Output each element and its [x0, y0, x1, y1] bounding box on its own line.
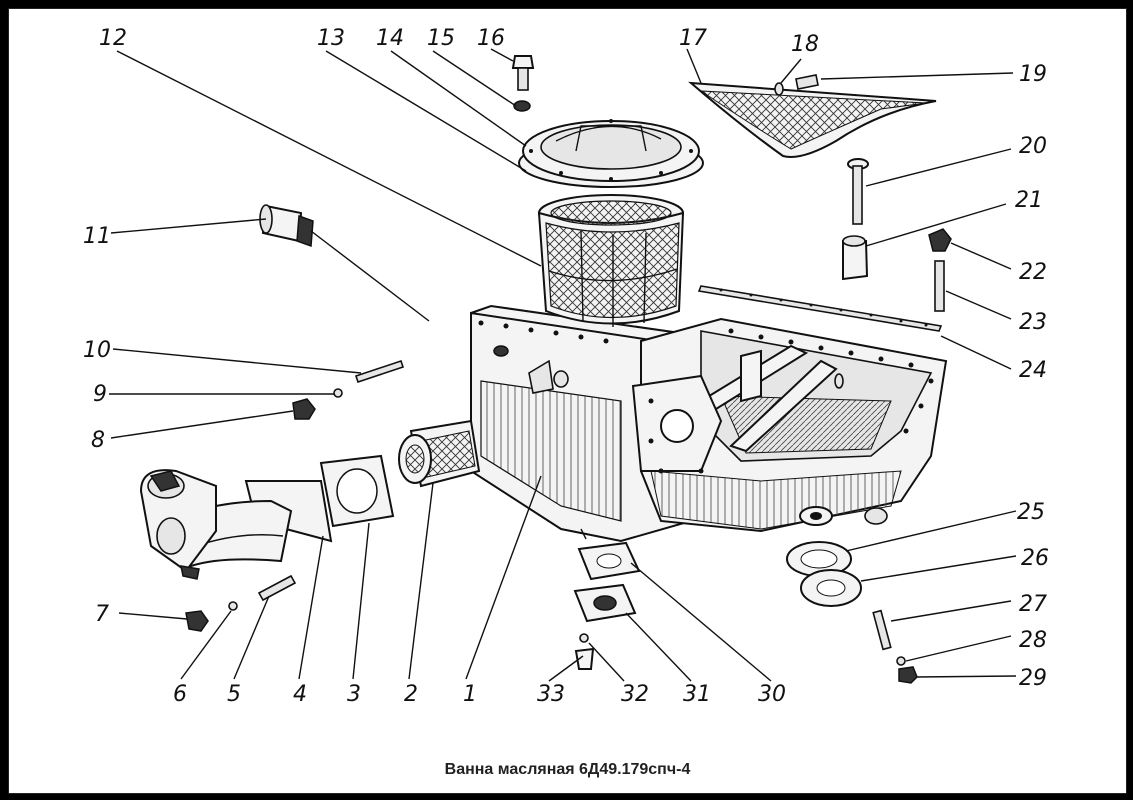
callout-16: 16 [477, 26, 505, 51]
callout-25: 25 [1017, 500, 1045, 525]
callout-12: 12 [99, 26, 127, 51]
oil-pipe-assembly [139, 469, 333, 580]
oil-pan-body [470, 304, 948, 543]
leader-lines [109, 48, 1017, 682]
diagram-caption: Ванна масляная 6Д49.179спч-4 [444, 761, 691, 778]
callout-19: 19 [1019, 62, 1047, 87]
rod-assembly [842, 158, 952, 312]
callout-numbers: 1 2 3 4 5 6 7 8 9 10 11 12 13 14 15 16 1… [83, 26, 1049, 707]
callout-28: 28 [1019, 628, 1047, 653]
callout-18: 18 [791, 32, 819, 57]
callout-6: 6 [173, 682, 187, 707]
callout-21: 21 [1015, 188, 1043, 213]
callout-27: 27 [1019, 592, 1047, 617]
callout-20: 20 [1019, 134, 1047, 159]
callout-24: 24 [1019, 358, 1047, 383]
callout-14: 14 [376, 26, 404, 51]
callout-8: 8 [91, 428, 105, 453]
callout-22: 22 [1019, 260, 1047, 285]
cover-bolt [511, 55, 535, 112]
suction-screen [398, 419, 481, 488]
callout-23: 23 [1019, 310, 1047, 335]
drawing-sheet: 1 2 3 4 5 6 7 8 9 10 11 12 13 14 15 16 1… [8, 8, 1127, 794]
callout-33: 33 [537, 682, 565, 707]
callout-15: 15 [427, 26, 455, 51]
exploded-diagram: 1 2 3 4 5 6 7 8 9 10 11 12 13 14 15 16 1… [83, 26, 1049, 707]
callout-13: 13 [317, 26, 345, 51]
gasket-strip [697, 285, 943, 332]
drain-flanges [573, 541, 641, 670]
side-flanges [786, 541, 918, 684]
callout-31: 31 [683, 682, 711, 707]
callout-1: 1 [463, 682, 477, 707]
callout-7: 7 [95, 602, 109, 627]
callout-10: 10 [83, 338, 111, 363]
filter-cartridge [259, 204, 430, 322]
callout-3: 3 [347, 682, 361, 707]
callout-30: 30 [758, 682, 786, 707]
callout-5: 5 [227, 682, 241, 707]
callout-17: 17 [679, 26, 707, 51]
flange-gasket [319, 454, 395, 528]
callout-9: 9 [93, 382, 107, 407]
cover-plate [688, 74, 937, 158]
callout-4: 4 [293, 682, 307, 707]
callout-26: 26 [1021, 546, 1049, 571]
callout-32: 32 [621, 682, 649, 707]
small-parts [185, 359, 405, 632]
callout-11: 11 [83, 224, 111, 249]
strainer-basket [537, 194, 685, 327]
strainer-cover [518, 119, 704, 188]
callout-2: 2 [404, 682, 418, 707]
callout-29: 29 [1019, 666, 1047, 691]
